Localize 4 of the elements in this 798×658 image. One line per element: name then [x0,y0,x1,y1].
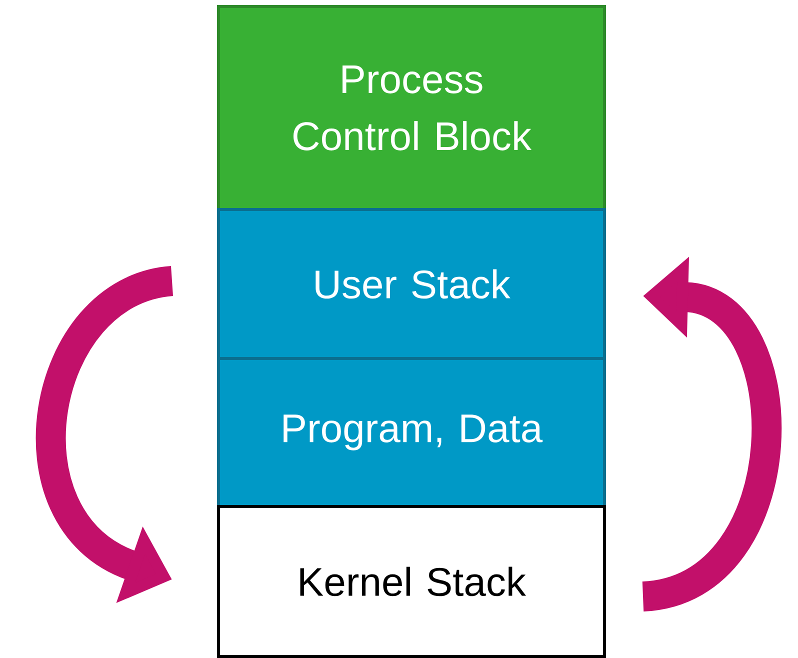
stack-box: Program, Data [217,357,606,508]
stack-box: Kernel Stack [217,504,606,658]
stack-box: Process Control Block [217,5,606,211]
stack-box: User Stack [217,208,606,360]
